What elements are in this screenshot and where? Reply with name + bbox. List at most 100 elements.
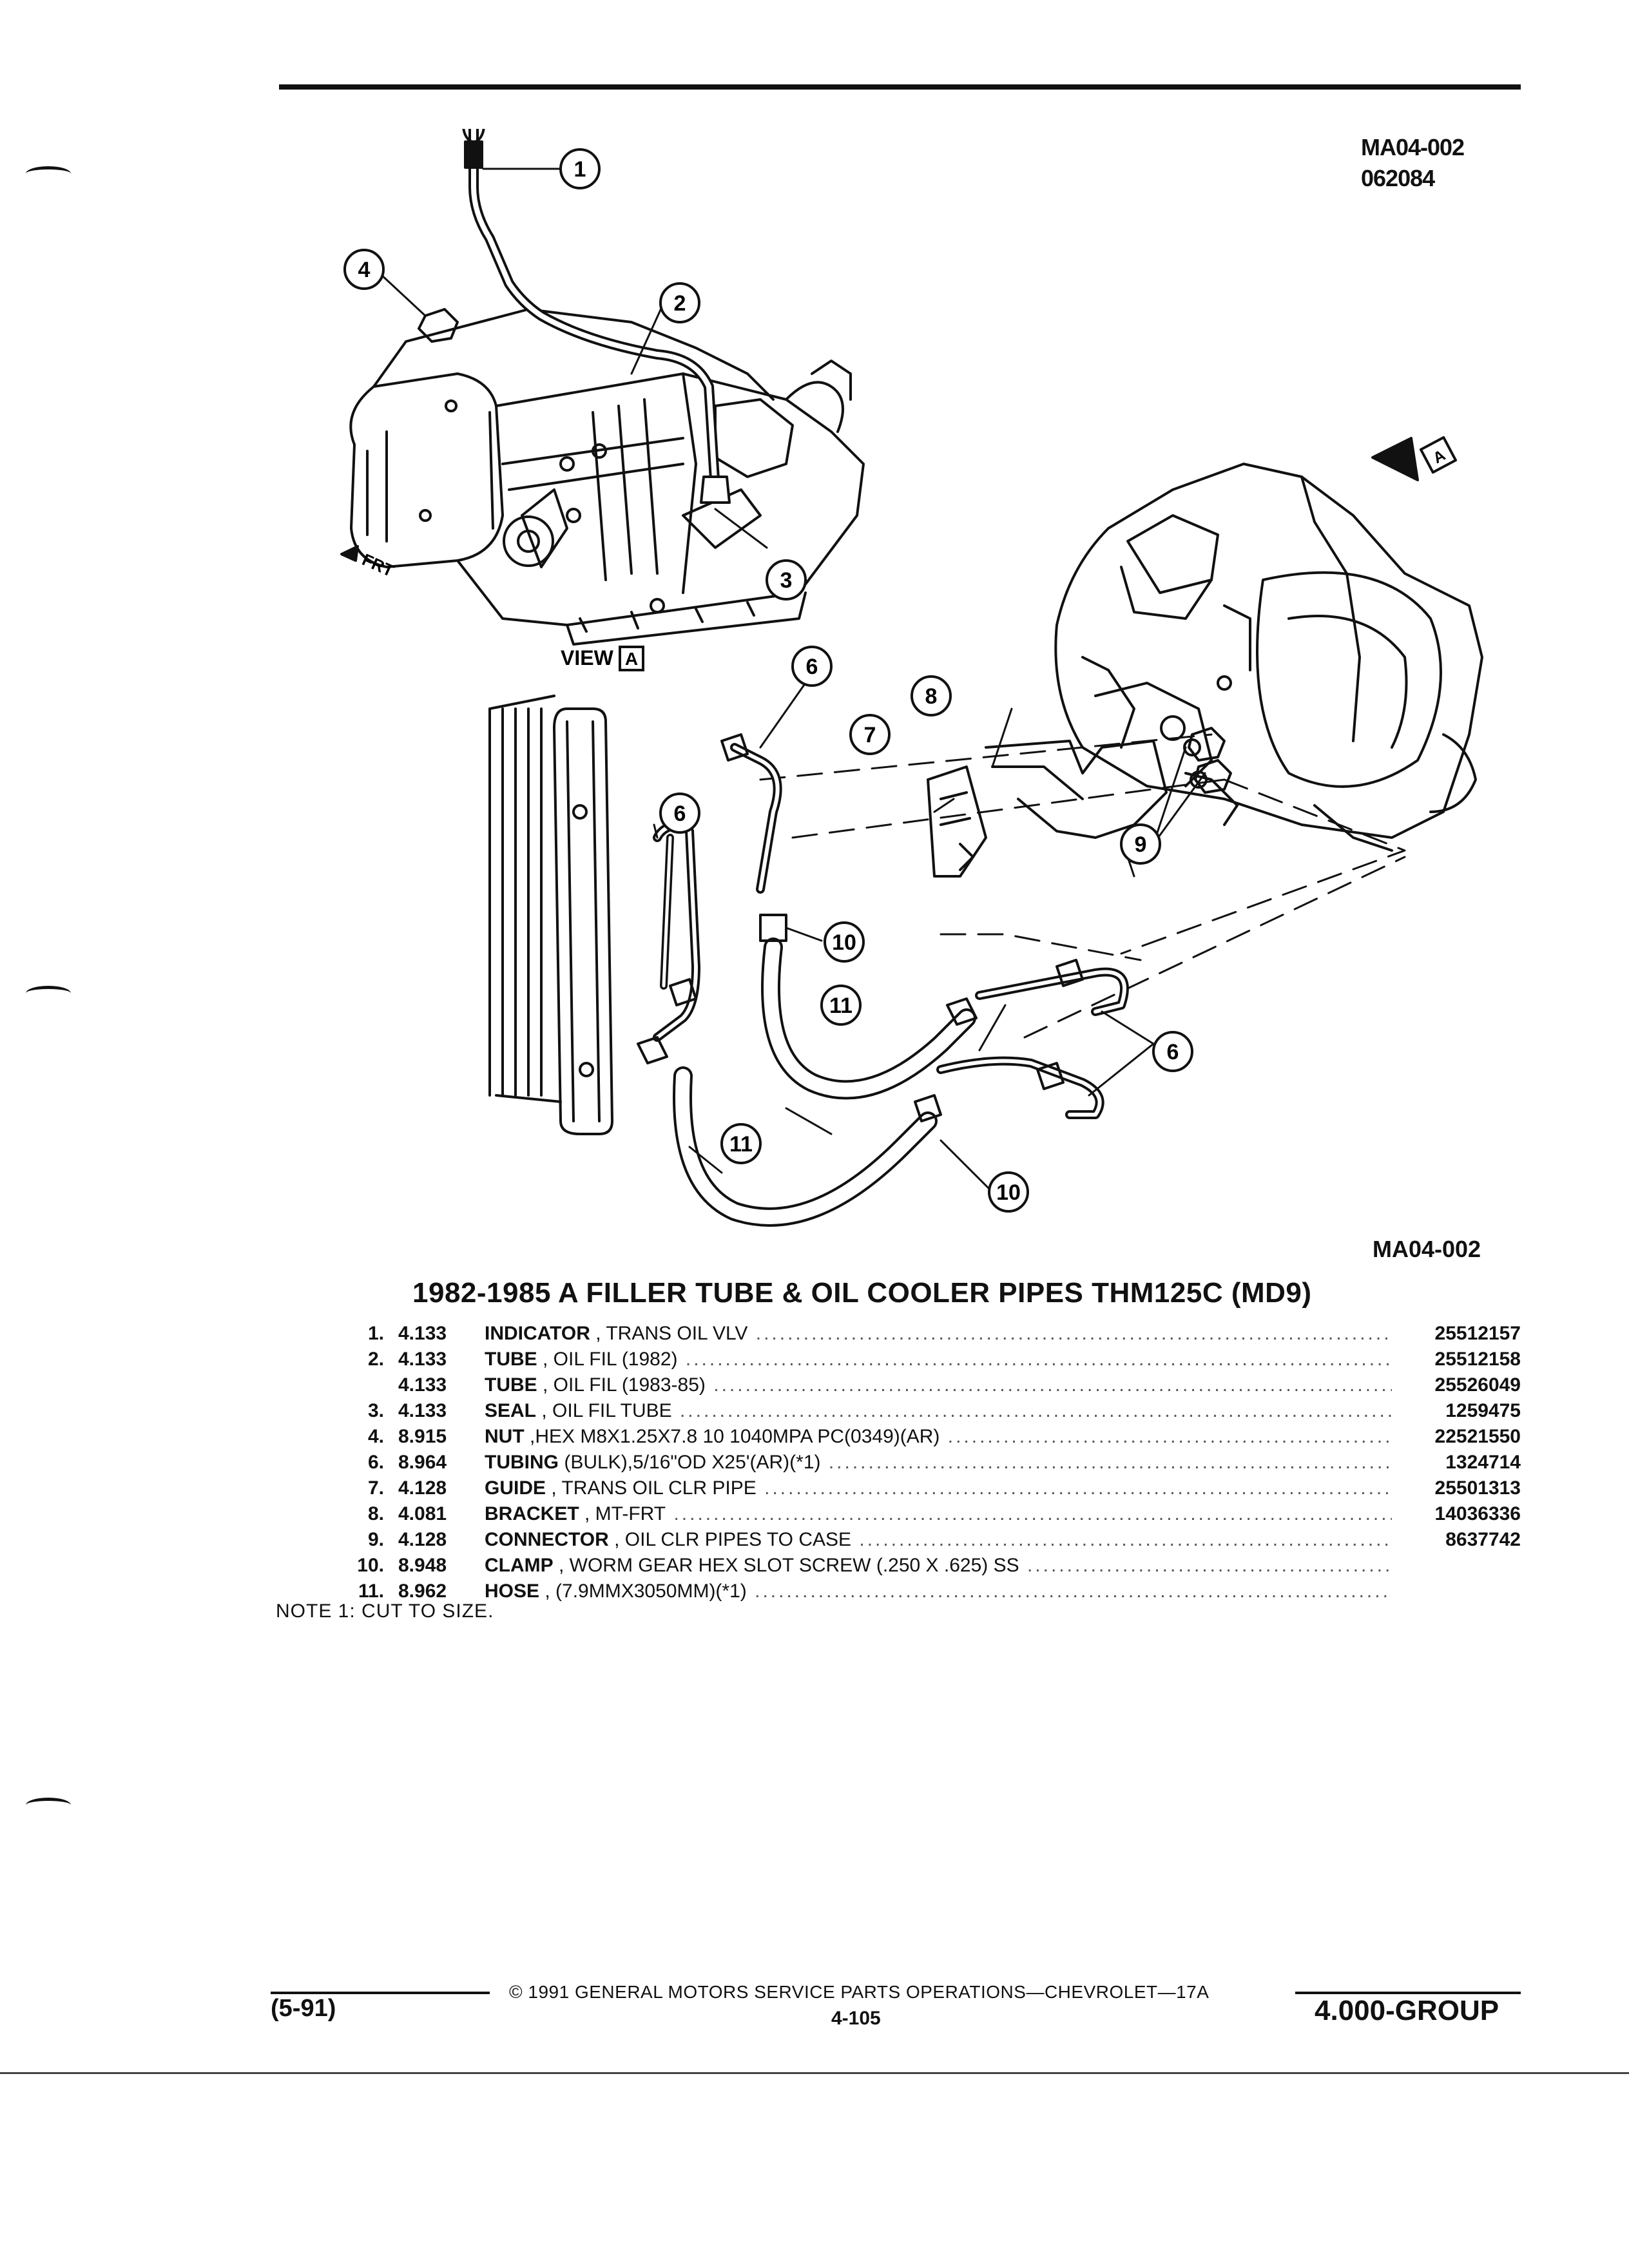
view-a-marker xyxy=(1371,436,1458,481)
callout-text: 3 xyxy=(780,568,793,593)
callout-text: 6 xyxy=(674,802,686,826)
dot-leader: ........................................… xyxy=(764,1477,1392,1499)
oil-filler-tube xyxy=(462,129,731,504)
page-number: 4-105 xyxy=(831,2008,881,2029)
part-detail: ,HEX M8X1.25X7.8 10 1040MPA PC(0349)(AR) xyxy=(524,1426,940,1447)
callout-text: 11 xyxy=(829,994,853,1018)
part-detail: , OIL FIL (1982) xyxy=(537,1349,678,1370)
callout-text: 2 xyxy=(674,291,686,316)
dashed-leaders xyxy=(759,733,1406,1039)
transmission-right xyxy=(1054,463,1483,852)
callout-text: 4 xyxy=(358,258,371,282)
margin-mark xyxy=(26,986,71,1001)
part-detail: , WORM GEAR HEX SLOT SCREW (.250 X .625)… xyxy=(553,1555,1019,1576)
part-number: 25501313 xyxy=(1434,1477,1521,1499)
callout-text: 6 xyxy=(806,655,818,679)
case-connectors xyxy=(1188,727,1232,794)
part-number: 25512157 xyxy=(1434,1323,1521,1344)
item-number: 8. xyxy=(367,1503,384,1524)
dot-leader: ........................................… xyxy=(859,1529,1392,1550)
part-description: HOSE , (7.9MMX3050MM)(*1) ..............… xyxy=(485,1579,1392,1604)
cooler-hoses xyxy=(669,914,978,1227)
footer-rule-right xyxy=(1295,1992,1521,1994)
callout-2: 2 xyxy=(659,282,700,323)
callout-10a: 10 xyxy=(824,921,865,963)
dot-leader: ........................................… xyxy=(755,1581,1392,1602)
group-code: 4.133 xyxy=(398,1323,447,1344)
part-detail: , OIL FIL (1983-85) xyxy=(537,1374,706,1396)
dot-leader: ........................................… xyxy=(947,1426,1392,1447)
view-box-letter: A xyxy=(625,649,638,669)
part-description: TUBE , OIL FIL (1982) ..................… xyxy=(485,1347,1392,1372)
group-code: 8.964 xyxy=(398,1452,447,1473)
callout-text: 11 xyxy=(729,1132,753,1157)
dot-leader: ........................................… xyxy=(713,1374,1392,1396)
front-label: FRT xyxy=(360,550,397,581)
callout-6a: 6 xyxy=(791,646,833,687)
callout-text: 6 xyxy=(1167,1040,1179,1064)
part-name: INDICATOR xyxy=(485,1323,590,1344)
group-code: 4.133 xyxy=(398,1349,447,1370)
part-description: TUBE , OIL FIL (1983-85) ...............… xyxy=(485,1372,1392,1398)
part-name: NUT xyxy=(485,1426,525,1447)
transmission-view-a xyxy=(349,308,865,646)
callout-text: 10 xyxy=(832,930,856,955)
item-number: 2. xyxy=(367,1349,384,1370)
header-code-1: MA04-002 xyxy=(1361,134,1465,160)
bottom-rule xyxy=(0,2072,1629,2074)
part-name: TUBE xyxy=(485,1349,537,1370)
part-name: TUBING xyxy=(485,1452,559,1473)
part-detail: , OIL CLR PIPES TO CASE xyxy=(608,1529,852,1550)
item-number: 6. xyxy=(367,1452,384,1473)
note: NOTE 1: CUT TO SIZE. xyxy=(276,1600,494,1622)
part-detail: , TRANS OIL VLV xyxy=(590,1323,748,1344)
item-number: 9. xyxy=(367,1529,384,1550)
item-number: 1. xyxy=(367,1323,384,1344)
parts-row: 7. 4.128 GUIDE , TRANS OIL CLR PIPE ......… xyxy=(335,1475,1521,1501)
part-number: 1324714 xyxy=(1445,1452,1521,1473)
item-number: 3. xyxy=(367,1400,384,1421)
part-name: TUBE xyxy=(485,1374,537,1396)
item-number: 10. xyxy=(357,1555,384,1576)
callout-6b: 6 xyxy=(659,793,700,834)
part-number: 25526049 xyxy=(1434,1374,1521,1396)
front-arrow xyxy=(340,545,359,562)
callout-9: 9 xyxy=(1120,823,1161,865)
part-number: 14036336 xyxy=(1434,1503,1521,1524)
callout-10b: 10 xyxy=(988,1171,1029,1213)
parts-row: 10. 8.948 CLAMP , WORM GEAR HEX SLOT SCREW… xyxy=(335,1553,1521,1579)
callout-text: 1 xyxy=(574,157,586,182)
part-description: CONNECTOR , OIL CLR PIPES TO CASE ......… xyxy=(485,1527,1392,1553)
group-code: 8.948 xyxy=(398,1555,447,1576)
callout-4: 4 xyxy=(343,249,385,290)
part-detail: (BULK),5/16"OD X25'(AR)(*1) xyxy=(559,1452,821,1473)
callout-8: 8 xyxy=(911,675,952,716)
dot-leader: ........................................… xyxy=(673,1503,1392,1524)
header-code-2: 062084 xyxy=(1361,165,1435,191)
margin-mark xyxy=(26,166,71,181)
part-name: CLAMP xyxy=(485,1555,554,1576)
group-code: 4.128 xyxy=(398,1529,447,1550)
part-detail: , TRANS OIL CLR PIPE xyxy=(546,1477,757,1499)
part-description: GUIDE , TRANS OIL CLR PIPE .............… xyxy=(485,1475,1392,1501)
group-code: 4.128 xyxy=(398,1477,447,1499)
view-label: VIEW xyxy=(561,646,614,669)
group-code: 8.915 xyxy=(398,1426,447,1447)
figure-id: MA04-002 xyxy=(1373,1236,1481,1262)
item-number: 11. xyxy=(358,1581,384,1602)
exploded-parts-diagram: 1 2 3 4 6 6 6 6 7 8 9 10 10 11 11 VIEW A… xyxy=(340,129,1483,1227)
group-code: 4.081 xyxy=(398,1503,447,1524)
callout-6c: 6 xyxy=(1152,1031,1193,1072)
callout-labels: 1 2 3 4 6 6 6 6 7 8 9 10 10 11 11 xyxy=(343,148,1193,1213)
group-code: 8.962 xyxy=(398,1581,447,1602)
callout-3: 3 xyxy=(766,559,807,601)
parts-list: 1. 4.133 INDICATOR , TRANS OIL VLV .......… xyxy=(335,1321,1521,1604)
view-marker-letter: A xyxy=(1431,447,1449,467)
part-name: HOSE xyxy=(485,1581,540,1602)
footer-group: 4.000-GROUP xyxy=(1315,1995,1499,2026)
callout-text: 8 xyxy=(925,684,938,709)
item-number: 7. xyxy=(367,1477,384,1499)
part-description: SEAL , OIL FIL TUBE ....................… xyxy=(485,1398,1392,1424)
